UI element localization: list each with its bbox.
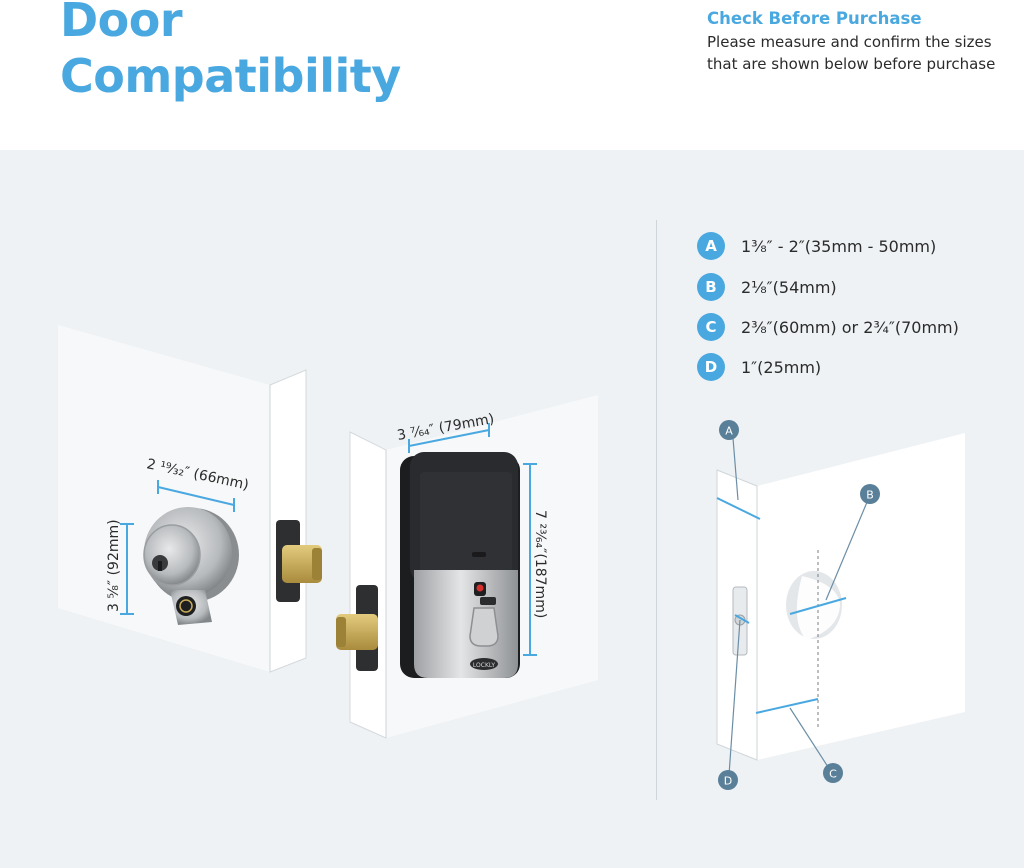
spec-item-d: D 1″(25mm) [697,353,821,381]
callout-b-label: B [866,489,874,502]
callout-c-label: C [829,768,837,781]
title-line-1: Door [60,0,183,47]
callout-d-label: D [724,775,732,788]
spec-text-b: 2¹⁄₈″(54mm) [741,277,837,297]
title-line-2: Compatibility [60,49,401,103]
spec-item-a: A 1³⁄₈″ - 2″(35mm - 50mm) [697,232,936,260]
brand-logo-text: LOCKLY [473,662,496,669]
callout-c: C [823,763,843,783]
spec-badge-c: C [697,313,725,341]
check-before-purchase: Check Before Purchase Please measure and… [707,8,1007,75]
spec-badge-a: A [697,232,725,260]
brand-logo [470,658,498,670]
latch-bolt-exterior [282,545,322,583]
callout-a-label: A [725,425,733,438]
interior-height-label: 7 ²³⁄₆₄″(187mm) [532,510,548,618]
exterior-height-dimension: 3 ⁵⁄₈″ (92mm) [106,519,134,615]
fingerprint-sensor-icon [176,596,196,616]
spec-text-c: 2³⁄₈″(60mm) or 2³⁄₄″(70mm) [741,317,959,337]
callout-b: B [860,484,880,504]
exterior-height-label: 3 ⁵⁄₈″ (92mm) [106,519,122,612]
callout-d: D [718,770,738,790]
page-title: Door Compatibility [60,0,401,104]
spec-text-a: 1³⁄₈″ - 2″(35mm - 50mm) [741,236,937,256]
spec-item-c: C 2³⁄₈″(60mm) or 2³⁄₄″(70mm) [697,313,959,341]
status-light-icon [476,584,484,592]
panel-divider [656,220,657,800]
callout-a: A [719,420,739,440]
interior-height-dimension: 7 ²³⁄₆₄″(187mm) [523,463,548,656]
exterior-lock [143,507,239,625]
spec-item-b: B 2¹⁄₈″(54mm) [697,273,837,301]
latch-bolt-interior [336,614,378,650]
check-body: Please measure and confirm the sizes tha… [707,33,996,73]
interior-lock: LOCKLY [400,452,520,678]
spec-text-d: 1″(25mm) [741,357,822,377]
thumb-turn-icon [469,607,499,647]
door-cutout-diagram: A B C D [716,420,965,790]
check-title: Check Before Purchase [707,9,922,28]
spec-badge-b: B [697,273,725,301]
spec-badge-d: D [697,353,725,381]
